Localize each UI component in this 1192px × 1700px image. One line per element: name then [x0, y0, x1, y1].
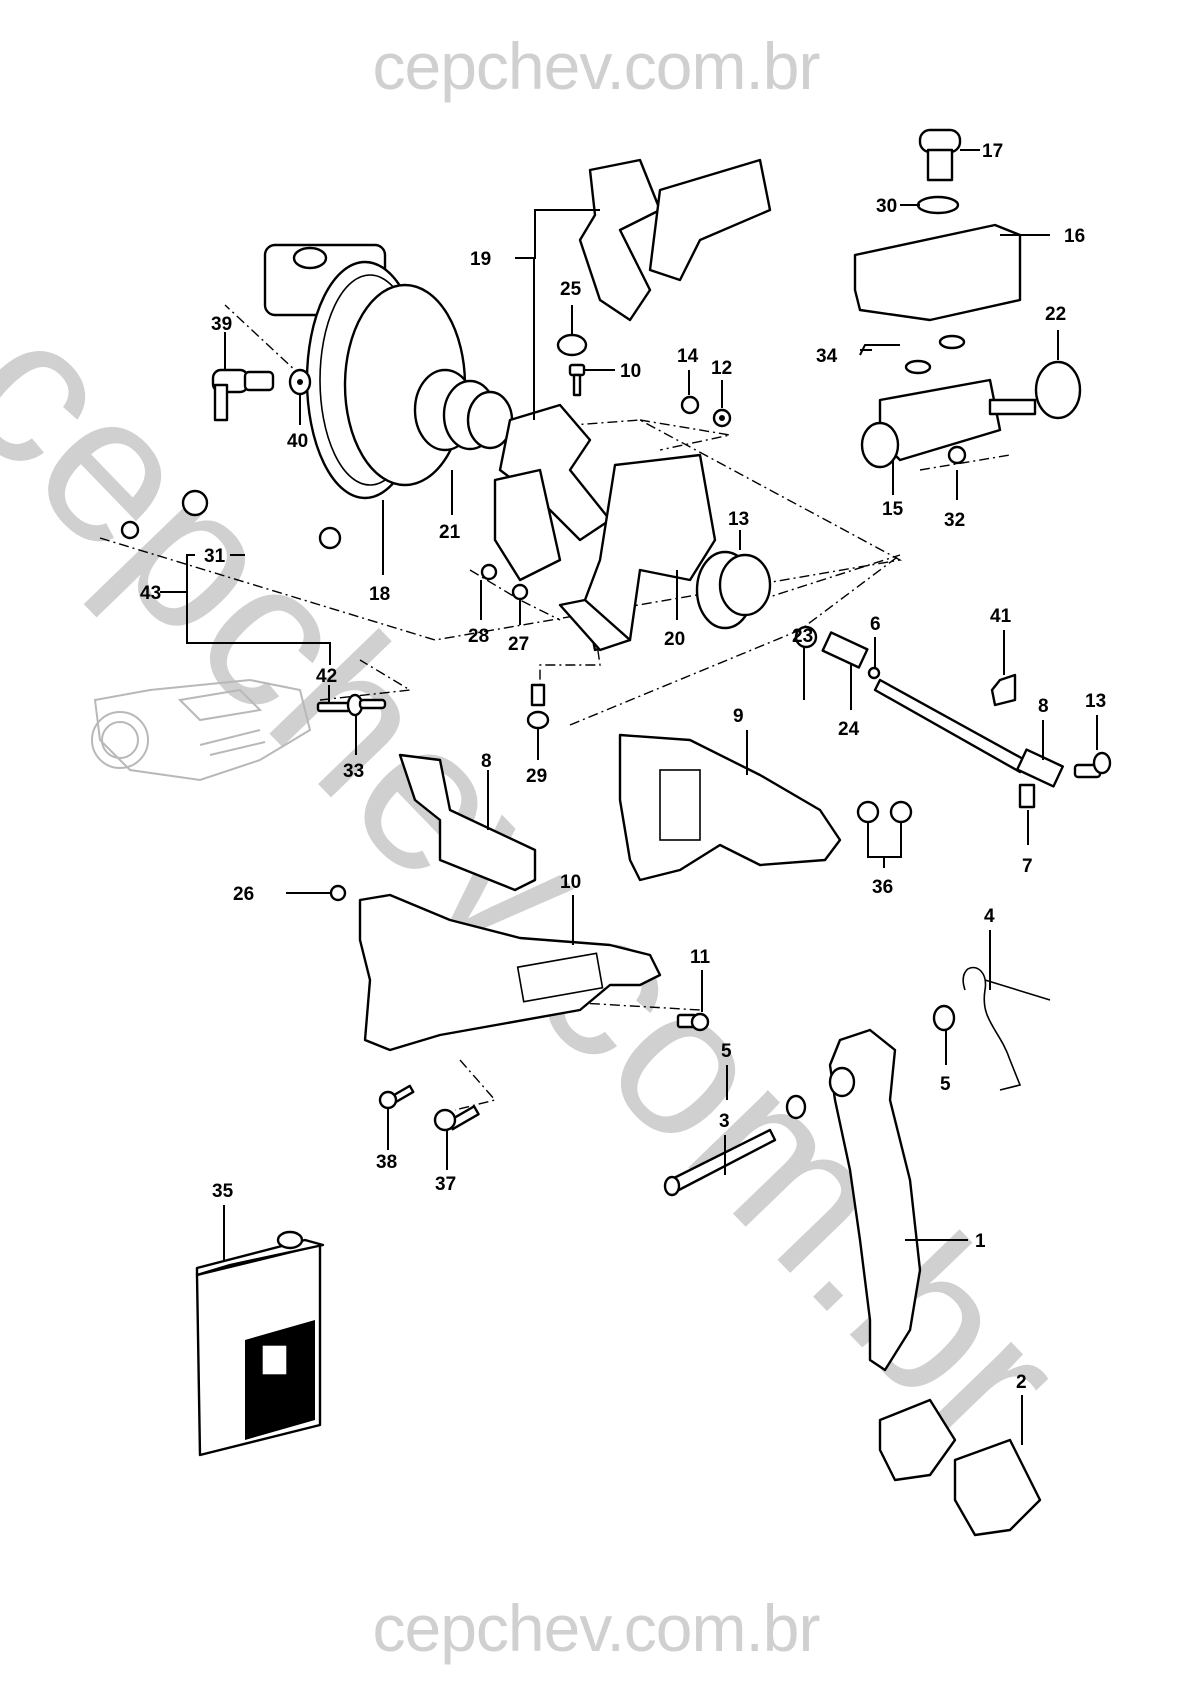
callout-3: 3: [719, 1111, 730, 1132]
callout-30: 28: [468, 626, 489, 647]
callout-29: 27: [508, 634, 529, 655]
callout-25: 23: [792, 626, 813, 647]
return-spring: [962, 966, 1051, 1091]
support-bracket: [493, 158, 772, 582]
pedal-pad: [953, 1438, 1042, 1537]
callout-26: 24: [838, 719, 860, 740]
bolt-12: [568, 363, 586, 397]
callout-31: 29: [526, 766, 547, 787]
callout-12: 10: [620, 361, 641, 382]
bracket-9: [398, 753, 537, 892]
callout-34: 32: [944, 510, 965, 531]
bolt-31: [526, 683, 550, 730]
pin-13: [1073, 751, 1112, 779]
bolt-11: [676, 1012, 710, 1032]
callout-7: 7: [1022, 856, 1033, 877]
washer-6: [867, 666, 881, 680]
callout-21: 19: [470, 249, 491, 270]
callout-33: 31: [204, 546, 226, 567]
callout-23: 21: [439, 522, 461, 543]
washer-30: [480, 563, 498, 581]
elbow-fitting: [211, 368, 312, 422]
boot: [695, 550, 772, 630]
clip-7: [1018, 783, 1036, 809]
nut-38a: [856, 800, 880, 824]
callout-38: 36: [872, 877, 893, 898]
callout-11: 11: [690, 947, 711, 968]
brake-fluid-can: [195, 1230, 325, 1457]
nut-29: [511, 583, 529, 601]
callout-20: 18: [369, 584, 390, 605]
callout-10-upper: 9: [733, 706, 744, 727]
callout-14: 12: [711, 358, 732, 379]
vacuum-hose: [120, 484, 342, 568]
pedal-bracket-upper: [618, 733, 842, 882]
callout-35: 33: [343, 761, 364, 782]
callout-22: 20: [664, 629, 685, 650]
brake-booster: [263, 243, 514, 500]
leader-lines: [160, 149, 1098, 1445]
master-cylinder: [860, 360, 1082, 469]
callout-15: 13: [728, 509, 749, 530]
reservoir: [853, 128, 1022, 375]
push-rod: [873, 678, 1064, 788]
callout-19: 17: [982, 141, 1003, 162]
nut-25: [794, 625, 818, 649]
nut-38b: [889, 800, 913, 824]
callout-13: 13: [1085, 691, 1106, 712]
callout-9: 8: [481, 751, 492, 772]
bushing-right: [932, 1004, 956, 1032]
pedal-shaft: [663, 1128, 777, 1197]
callout-16: 14: [677, 346, 699, 367]
engine-outline-ghost: [91, 678, 312, 782]
callout-4: 4: [984, 906, 995, 927]
callout-42: 40: [287, 431, 308, 452]
callout-labels: 17 30 16 22 34 15 32 10 25 14 12 19 13 2…: [140, 141, 1106, 1393]
pedal-pad-upper: [878, 1398, 957, 1482]
callout-1: 1: [975, 1231, 986, 1252]
callout-10-lower: 10: [560, 872, 581, 893]
callout-5-left: 5: [721, 1041, 732, 1062]
bolt-40: [378, 1084, 415, 1110]
callout-27: 25: [560, 279, 582, 300]
brake-pedal: [828, 1028, 922, 1372]
sleeve-26: [821, 631, 869, 669]
bracket-22: [558, 453, 717, 652]
callout-41: 39: [211, 314, 232, 335]
pedal-bracket-lower: [358, 893, 662, 1052]
callout-32: 30: [876, 196, 897, 217]
callout-17: 15: [882, 499, 904, 520]
bushing-left: [785, 1094, 807, 1120]
callout-40: 38: [376, 1152, 397, 1173]
watermark-bottom: cepchev.com.br: [372, 1591, 821, 1665]
callout-8: 8: [1038, 696, 1049, 717]
callout-5-right: 5: [940, 1074, 951, 1095]
callout-18: 16: [1064, 226, 1085, 247]
watermark-top: cepchev.com.br: [372, 29, 821, 103]
callout-6: 6: [870, 614, 881, 635]
callout-2: 2: [1016, 1372, 1027, 1393]
callout-43: 41: [990, 606, 1012, 627]
check-valve: [316, 693, 387, 717]
callout-28: 26: [233, 884, 254, 905]
nut-28: [329, 884, 347, 902]
plug: [556, 333, 588, 357]
callout-36: 34: [816, 346, 838, 367]
callout-37: 35: [212, 1181, 234, 1202]
bolt-39: [433, 1105, 480, 1132]
callout-44: 42: [316, 666, 337, 687]
retaining-clip-43: [990, 673, 1017, 707]
nut-16: [680, 395, 700, 415]
callout-24: 22: [1045, 304, 1066, 325]
callout-45: 43: [140, 583, 161, 604]
callout-39: 37: [435, 1174, 456, 1195]
